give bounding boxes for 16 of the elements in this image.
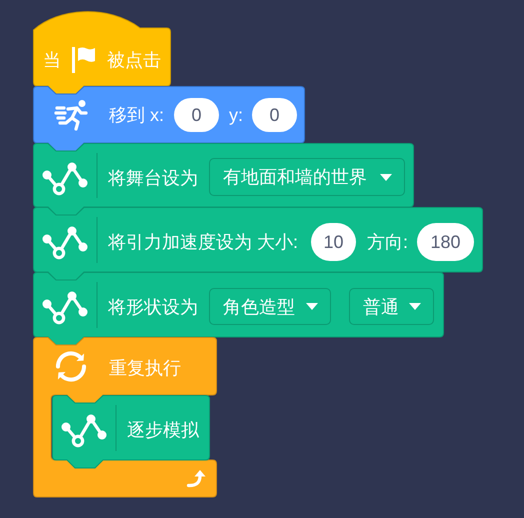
block-label: y: <box>229 104 244 126</box>
hat-block <box>33 8 171 94</box>
block-label: 将引力加速度设为 大小: <box>108 231 298 253</box>
command-block <box>33 272 444 345</box>
block-label: 当 <box>43 49 61 71</box>
dropdown-menu: 有地面和墙的世界 <box>209 158 405 196</box>
dropdown-menu: 普通 <box>349 288 434 325</box>
dropdown-menu: 角色造型 <box>209 288 331 325</box>
block-label: 方向: <box>367 231 408 253</box>
loop-block <box>33 337 217 497</box>
block-label: 将形状设为 <box>108 296 198 318</box>
block-label: 移到 x: <box>109 104 164 126</box>
block-label: 将舞台设为 <box>108 167 198 189</box>
block-label: 重复执行 <box>109 357 181 379</box>
block-label: 被点击 <box>107 49 161 71</box>
block-label: 逐步模拟 <box>127 419 199 441</box>
